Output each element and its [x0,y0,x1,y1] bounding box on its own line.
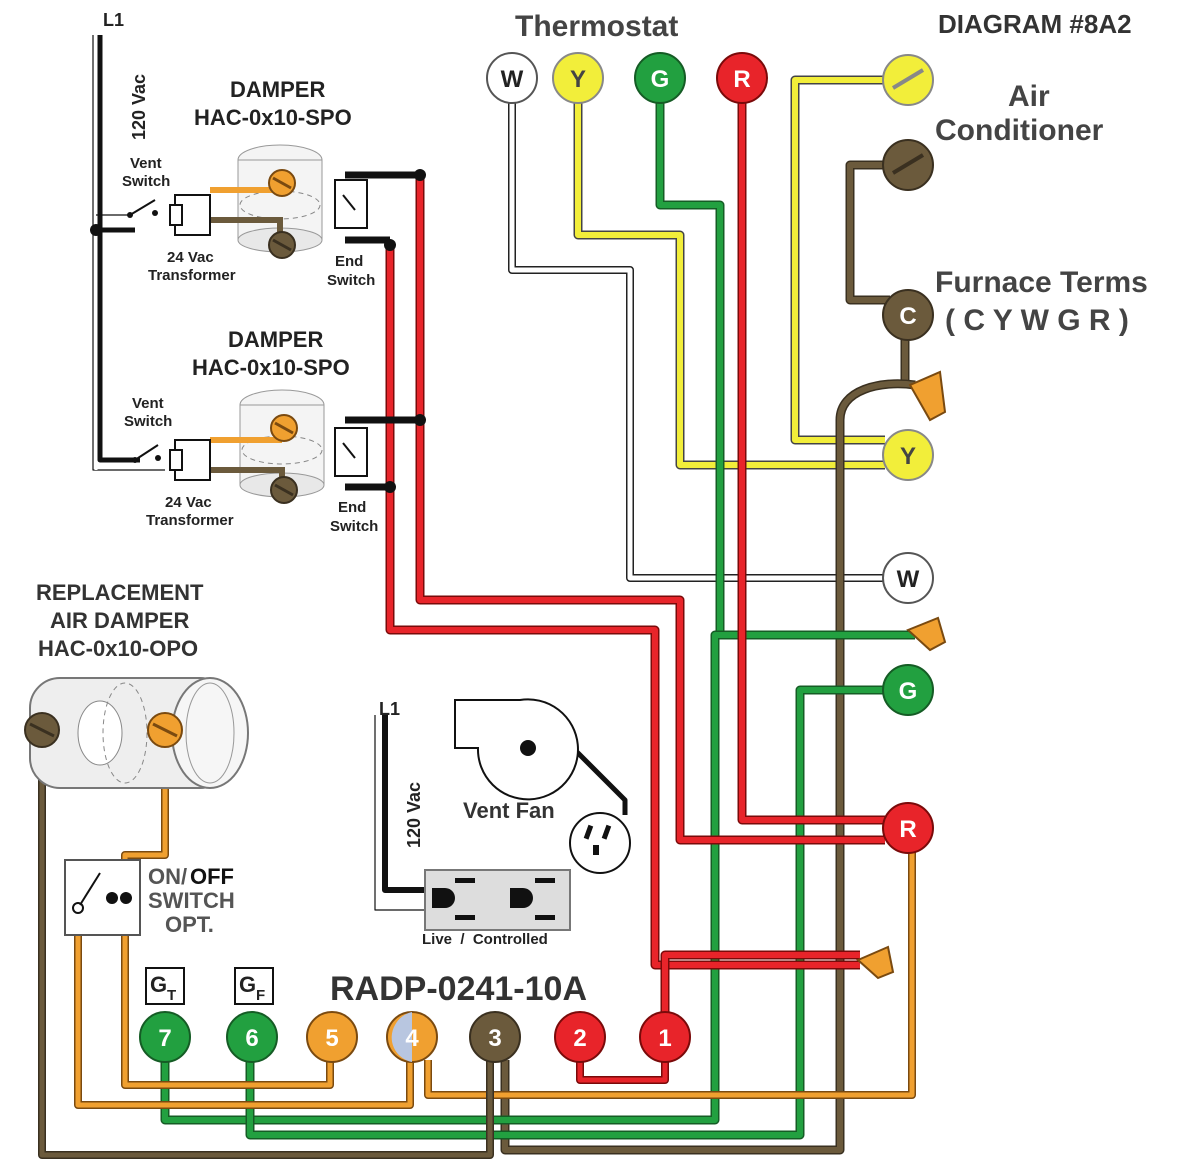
damper2-transformer-line2: Transformer [146,512,234,529]
wire-ac-c [845,160,890,305]
damper1-end-switch-line2: Switch [327,272,375,289]
thermostat-title: Thermostat [515,10,678,43]
thermostat-terminal-r-label: R [733,66,750,93]
thermostat-terminals: W Y G R [486,52,768,104]
vac-top-label: 120 Vac [129,74,149,140]
switch-opt-line1b: OFF [190,864,234,889]
furnace-terminal-r-label: R [899,816,916,843]
switch-opt-line1a: ON/ [148,864,187,889]
damper1-vent-switch-line2: Switch [122,173,170,190]
vent-fan-l1-black [382,715,425,893]
furnace-terminal-g-label: G [899,678,918,705]
controller-terminals: 7 6 5 4 3 2 1 [139,1011,691,1063]
damper1-transformer-line2: Transformer [148,267,236,284]
wire-nut-r [856,945,895,980]
switch-opt-line3: OPT. [165,912,214,937]
l1-supply-black [97,35,140,463]
damper2-transformer-line1: 24 Vac [165,494,212,511]
damper1-end-switch-line1: End [335,253,363,270]
ground-labels: G T G F [145,967,274,1005]
damper1-title-line2: HAC-0x10-SPO [194,105,352,130]
wires [38,35,916,1159]
furnace-terminal-w-label: W [897,566,920,593]
furnace-terminals: C Y W G R [882,289,934,854]
controller-terminal-3-label: 3 [488,1025,501,1052]
damper1-vent-switch-line1: Vent [130,155,162,172]
wire-thermostat-g [655,100,915,640]
outlet [424,869,571,931]
furnace-terminal-y [882,429,934,481]
gf-label: G [239,972,256,997]
furnace-terminal-g [882,664,934,716]
ac-terminals [882,54,934,191]
thermostat-terminal-r [716,52,768,104]
damper1-transformer-line1: 24 Vac [167,249,214,266]
damper-1-unit [127,144,368,259]
wire-nut-c [908,370,947,422]
damper1-title-line1: DAMPER [230,77,325,102]
gf-sub: F [256,987,265,1004]
thermostat-terminal-y [552,52,604,104]
damper2-end-switch-line2: Switch [330,518,378,535]
replacement-damper-unit [24,677,249,789]
wire-nut-g [906,616,947,652]
damper2-title-line2: HAC-0x10-SPO [192,355,350,380]
replacement-damper-line1: REPLACEMENT [36,580,204,605]
damper2-vent-switch-line2: Switch [124,413,172,430]
furnace-terms-line2: ( C Y W G R ) [945,304,1129,337]
l1-top-label: L1 [103,10,124,30]
wire-nuts [856,370,947,980]
controller-model: RADP-0241-10A [330,970,587,1008]
diagram-id: DIAGRAM #8A2 [938,9,1132,39]
vac-bottom-label: 120 Vac [404,782,424,848]
onoff-switch [64,859,141,936]
replacement-damper-line2: AIR DAMPER [50,608,189,633]
labels: Thermostat DIAGRAM #8A2 Air Conditioner … [36,9,1148,1008]
furnace-terminal-y-label: Y [900,443,916,470]
air-conditioner-line1: Air [1008,80,1050,113]
controller-terminal-6 [226,1011,278,1063]
furnace-terminal-w [882,552,934,604]
controller-terminal-3 [469,1011,521,1063]
controller-terminal-1 [639,1011,691,1063]
vent-fan [454,698,631,874]
furnace-terminal-r [882,802,934,854]
thermostat-terminal-g-label: G [651,66,670,93]
wire-thermostat-w [508,100,885,582]
controller-terminal-4-label: 4 [405,1025,419,1052]
air-conditioner-line2: Conditioner [935,114,1104,147]
thermostat-terminal-w [486,52,538,104]
controller-terminal-7 [139,1011,191,1063]
controller-terminal-5 [306,1011,358,1063]
thermostat-terminal-g [634,52,686,104]
controller-terminal-2-label: 2 [573,1025,586,1052]
thermostat-terminal-y-label: Y [570,66,586,93]
l1-supply-white [92,35,165,471]
controller-terminal-1-label: 1 [658,1025,671,1052]
controller-terminal-5-label: 5 [325,1025,338,1052]
replacement-damper-line3: HAC-0x10-OPO [38,636,198,661]
l1-bottom-label: L1 [379,699,400,719]
vent-fan-label: Vent Fan [463,798,555,823]
outlet-label: Live / Controlled [422,931,548,948]
damper-2-unit [132,389,368,504]
controller-terminal-7-label: 7 [158,1025,171,1052]
gt-label: G [150,972,167,997]
controller-terminal-2 [554,1011,606,1063]
wire-thermostat-r [737,100,885,825]
switch-opt-line2: SWITCH [148,888,235,913]
controller-terminal-6-label: 6 [245,1025,258,1052]
furnace-terminal-c-label: C [899,303,916,330]
gt-sub: T [167,987,176,1004]
furnace-terminal-c [882,289,934,341]
furnace-terms-line1: Furnace Terms [935,266,1148,299]
damper2-title-line1: DAMPER [228,327,323,352]
damper2-vent-switch-line1: Vent [132,395,164,412]
thermostat-terminal-w-label: W [501,66,524,93]
vent-fan-l1-white [374,715,425,911]
damper2-end-switch-line1: End [338,499,366,516]
